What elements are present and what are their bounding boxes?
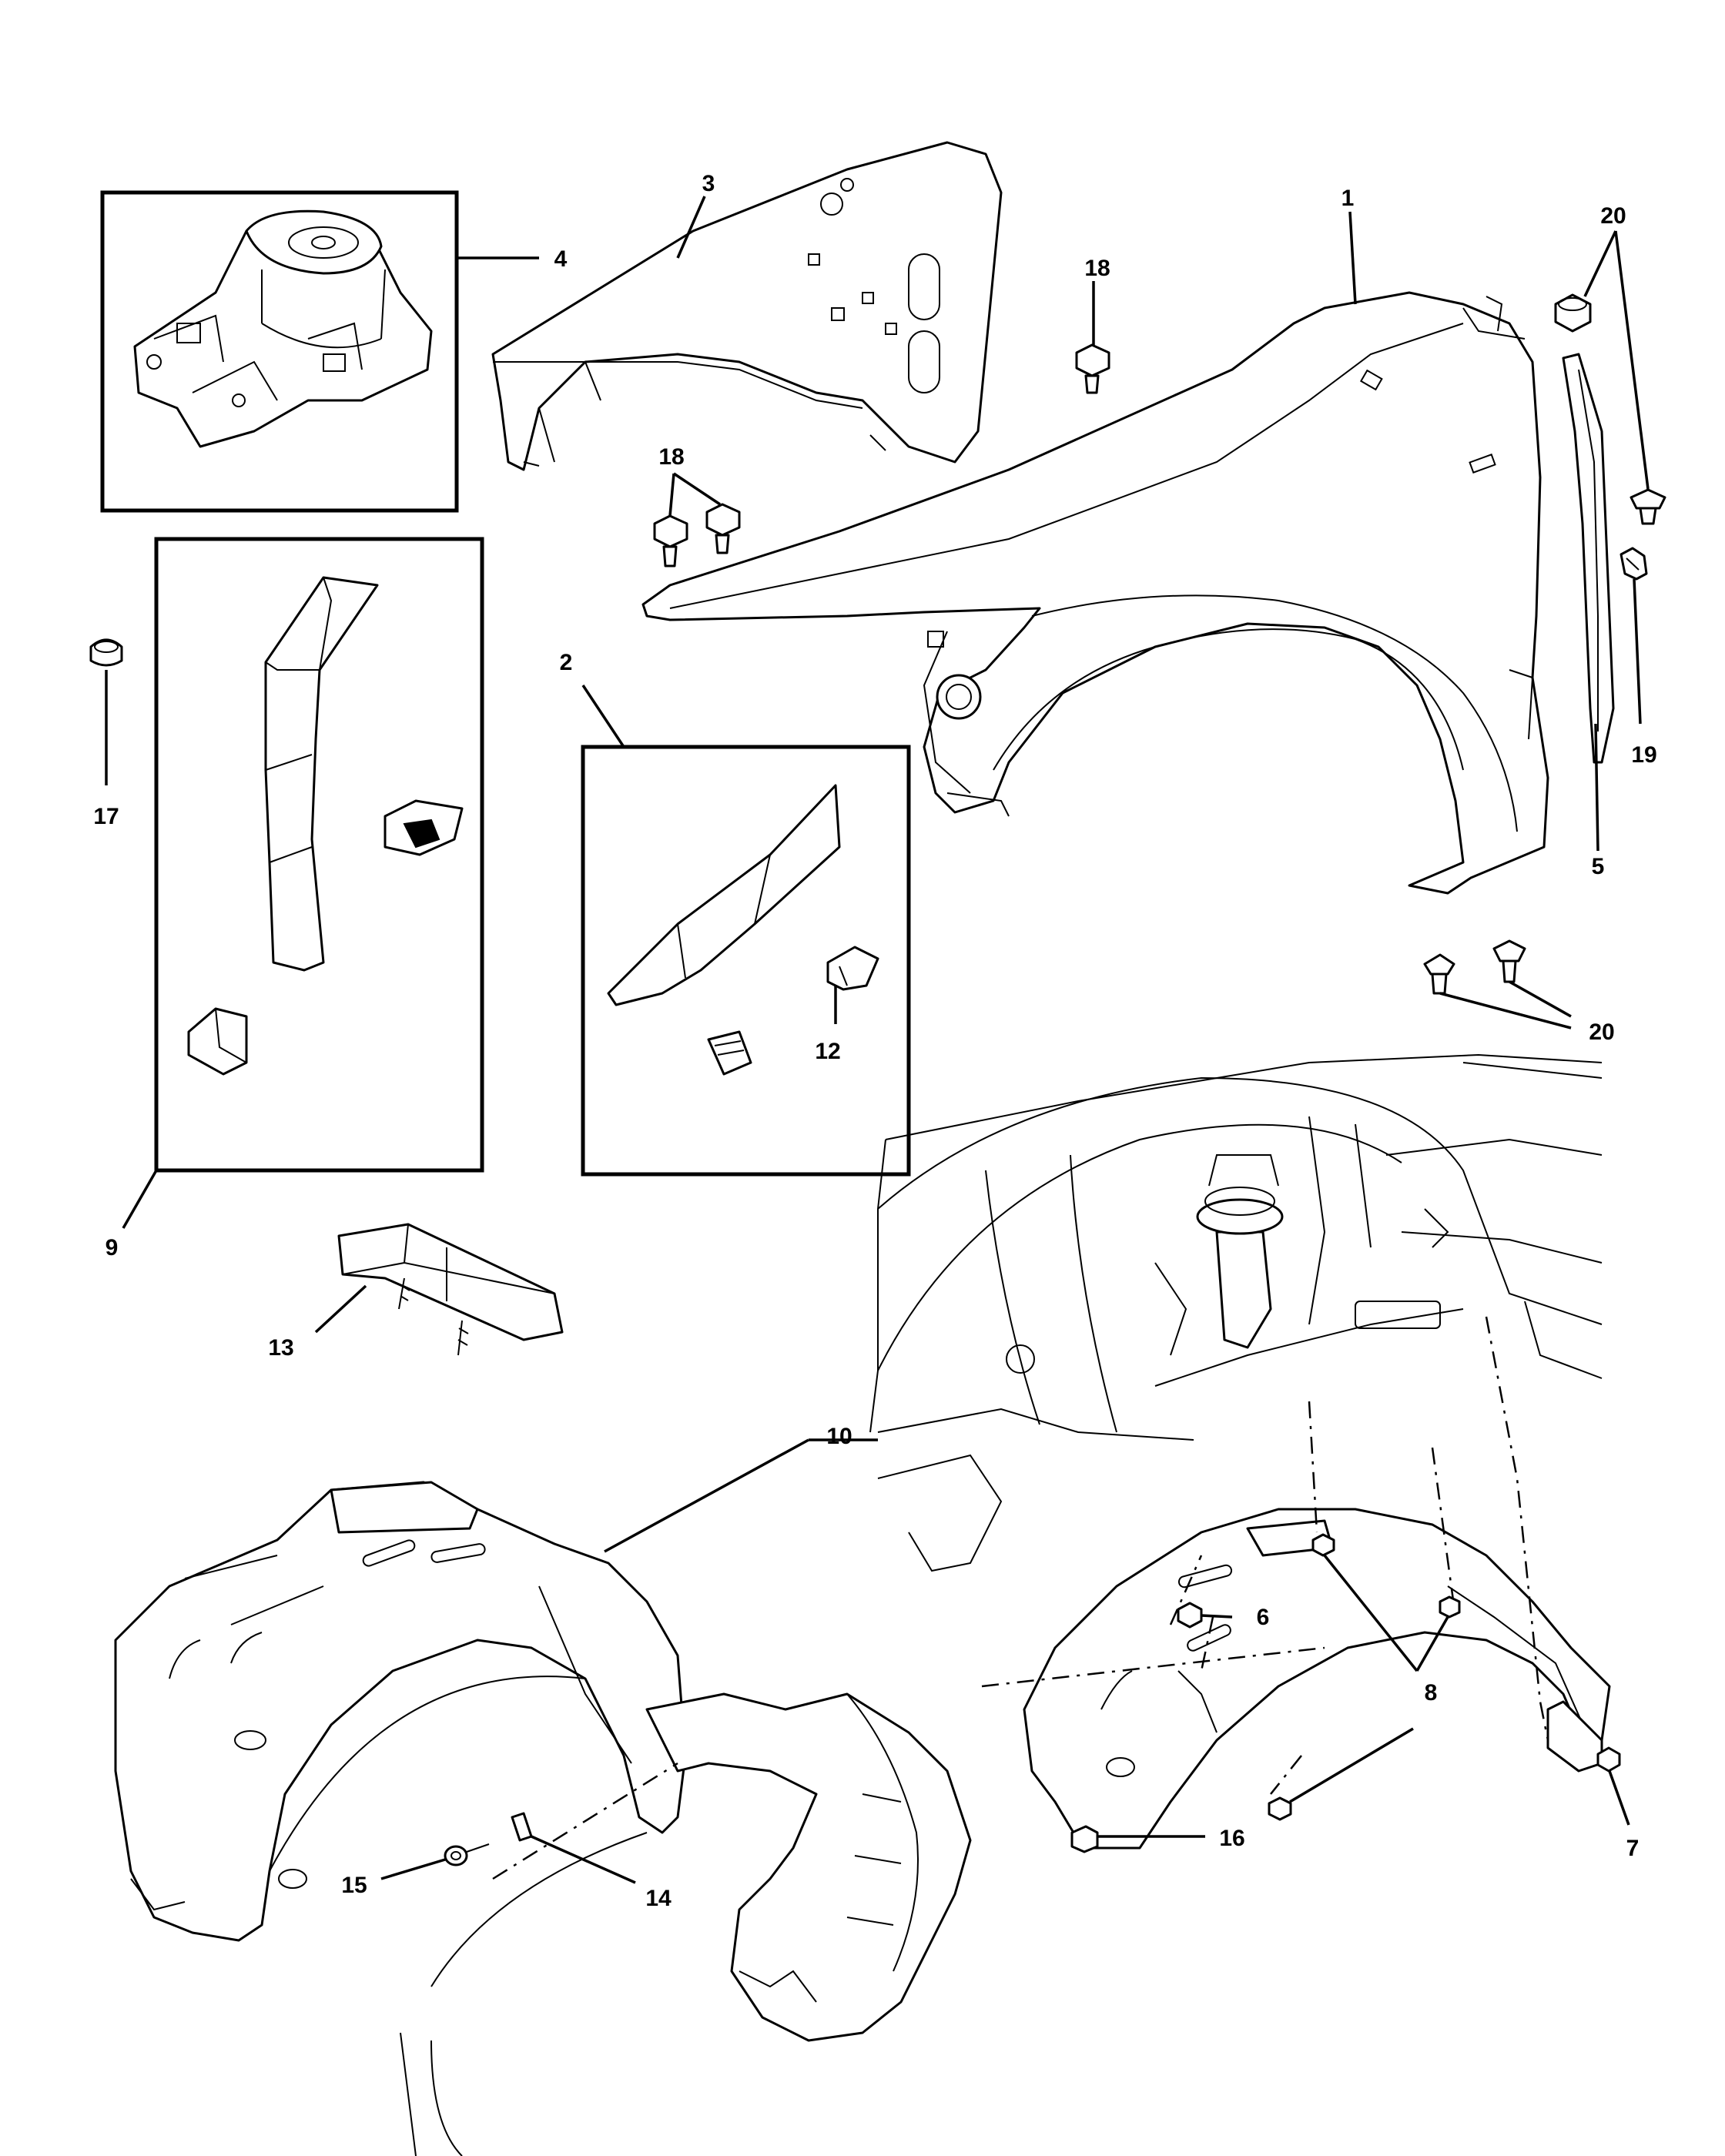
leader-5: [1594, 723, 1599, 852]
fender-trim-part: [1562, 353, 1615, 764]
leader-20-d: [1509, 980, 1572, 1018]
leader-20-b: [1614, 230, 1650, 490]
callout-3: 3: [702, 171, 715, 196]
detail-box-9: [154, 537, 484, 1173]
bolt-18-top: [1075, 343, 1110, 394]
callout-18-top: 18: [1084, 256, 1110, 281]
callout-15: 15: [341, 1873, 367, 1898]
leader-9: [122, 1170, 158, 1229]
push-pin-top: [1554, 293, 1592, 333]
screw-15: [444, 1843, 490, 1866]
push-pin-lower-right: [1492, 939, 1526, 983]
callout-16: 16: [1219, 1826, 1244, 1851]
leader-1: [1348, 211, 1357, 305]
callout-18-left: 18: [658, 444, 684, 470]
screw-8-mid: [1439, 1595, 1461, 1619]
callout-9: 9: [106, 1235, 119, 1260]
callout-12: 12: [815, 1039, 840, 1064]
leader-8-c: [1289, 1727, 1414, 1803]
leader-6: [1201, 1614, 1233, 1619]
leader-3: [676, 196, 706, 259]
callout-20-lower: 20: [1589, 1019, 1614, 1045]
push-pin-mid: [1630, 488, 1666, 525]
screw-6: [1177, 1602, 1203, 1629]
wheelhouse-liner-center: [400, 1692, 972, 2156]
wheelhouse-liner-right: [1023, 1508, 1611, 1850]
screw-8-upper: [1311, 1533, 1335, 1557]
leader-18-b: [668, 473, 675, 517]
callout-17: 17: [93, 804, 119, 829]
leader-10-a: [604, 1438, 809, 1553]
callout-8: 8: [1425, 1680, 1438, 1706]
detail-box-2: [581, 745, 911, 1177]
callout-20-top: 20: [1600, 203, 1626, 229]
screw-7: [1596, 1746, 1621, 1773]
leader-20-c: [1439, 992, 1572, 1029]
leader-15: [380, 1858, 446, 1880]
detail-box-4: [100, 190, 459, 513]
clip-part: [1619, 547, 1648, 581]
leader-2: [581, 685, 625, 748]
foam-block-part: [337, 1223, 564, 1356]
leader-13: [314, 1284, 367, 1334]
screw-8-lower: [1268, 1796, 1292, 1821]
leader-14: [531, 1835, 636, 1884]
callout-13: 13: [268, 1335, 293, 1361]
leader-19: [1633, 578, 1642, 725]
leader-20-a: [1583, 230, 1617, 297]
callout-14: 14: [645, 1886, 672, 1911]
retainer-16: [1070, 1825, 1099, 1853]
callout-10: 10: [826, 1424, 852, 1449]
leader-8-b: [1415, 1616, 1449, 1672]
leader-18-c: [673, 472, 721, 506]
front-fender-part: [641, 291, 1549, 895]
bolt-18-right: [705, 503, 741, 554]
callout-7: 7: [1626, 1836, 1640, 1861]
leader-8-a: [1323, 1554, 1419, 1672]
callout-4: 4: [554, 246, 568, 272]
push-pin-lower-left: [1423, 953, 1455, 995]
fender-apron-part: [491, 141, 1003, 471]
callout-6: 6: [1257, 1605, 1270, 1630]
wheelhouse-liner-left: [114, 1481, 687, 1942]
bolt-18-left: [653, 514, 688, 567]
leader-7: [1608, 1770, 1630, 1826]
plug-part: [89, 638, 123, 667]
callout-19: 19: [1631, 742, 1656, 768]
callout-5: 5: [1592, 854, 1605, 879]
callout-1: 1: [1341, 186, 1355, 211]
install-lines: [492, 1316, 1549, 1880]
vehicle-body-view: [869, 1053, 1603, 1572]
callout-2: 2: [560, 650, 573, 675]
nut-14: [511, 1812, 533, 1842]
